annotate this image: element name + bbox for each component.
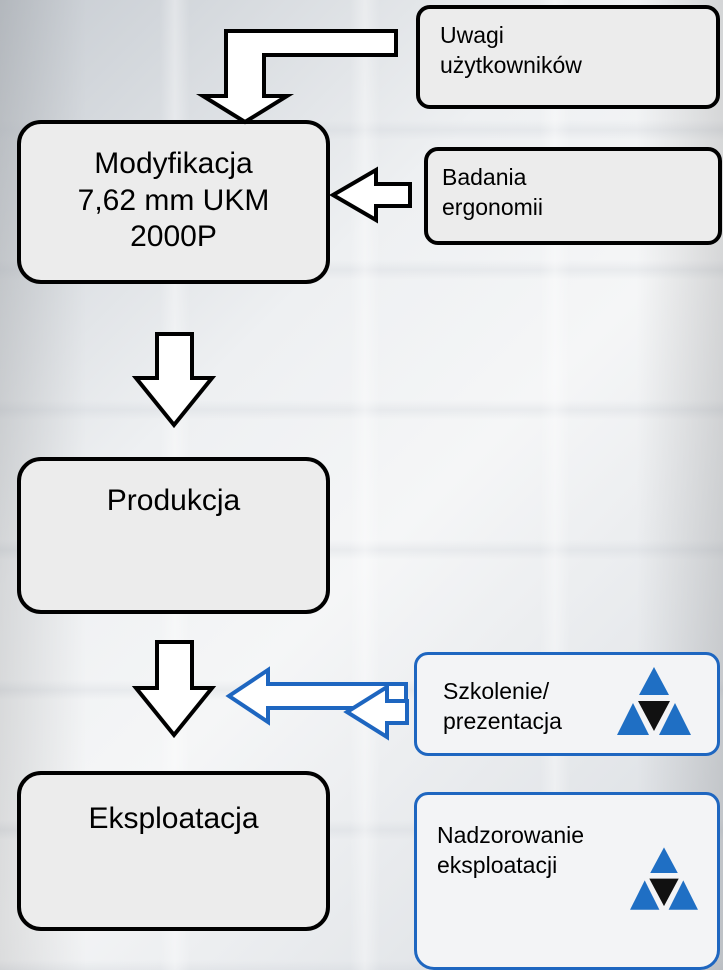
arrow-badania-to-modyfikacja [329,166,412,224]
logo-triangle-icon [630,847,698,910]
modyfikacja-label: Modyfikacja 7,62 mm UKM 2000P [77,147,270,254]
logo-triangle-icon [617,667,691,735]
nadzorowanie-label: Nadzorowanie eksploatacji [437,822,585,878]
box-szkolenie-prezentacja: Szkolenie/ prezentacja [414,652,720,756]
arrow-uwagi-to-modyfikacja [195,29,398,125]
box-modyfikacja: Modyfikacja 7,62 mm UKM 2000P [17,120,330,284]
szkolenie-label: Szkolenie/ prezentacja [443,678,562,734]
arrow-szkolenie-to-flow [225,666,408,726]
arrow-modyfikacja-to-produkcja [131,332,217,429]
uwagi-label: Uwagi użytkowników [440,22,582,78]
produkcja-label: Produkcja [106,484,241,517]
box-eksploatacja: Eksploatacja [17,771,330,931]
eksploatacja-label: Eksploatacja [88,802,259,835]
box-nadzorowanie-eksploatacji: Nadzorowanie eksploatacji [414,792,720,970]
box-badania-ergonomii: Badania ergonomii [424,147,722,245]
arrow-produkcja-to-eksploatacja [131,640,217,739]
box-uwagi-uzytkownikow: Uwagi użytkowników [416,5,720,109]
arrow-nadzorowanie-arrow [343,683,409,741]
badania-label: Badania ergonomii [442,164,543,220]
box-produkcja: Produkcja [17,457,330,614]
